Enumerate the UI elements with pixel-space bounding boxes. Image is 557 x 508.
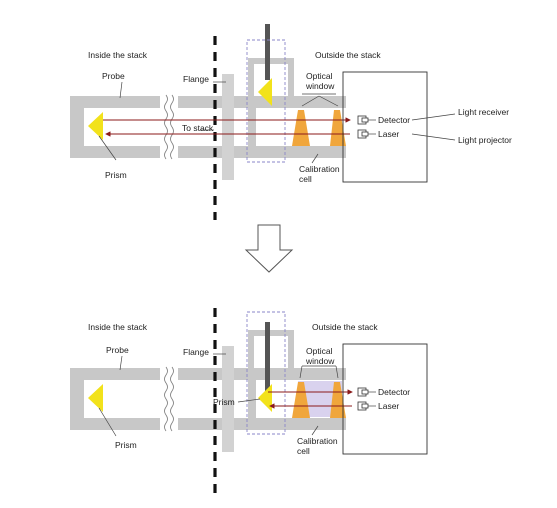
bottom-prism-probe-label: Prism <box>115 440 137 450</box>
bottom-rod <box>265 322 270 400</box>
top-laser-label: Laser <box>378 129 399 139</box>
top-flange <box>222 74 234 180</box>
bottom-detector-label: Detector <box>378 387 410 397</box>
bottom-flange-label: Flange <box>183 347 209 357</box>
top-window-right <box>330 110 346 146</box>
bottom-optical-window-label-1: Optical <box>306 346 333 356</box>
top-probe-label: Probe <box>102 71 125 81</box>
top-to-stack-label: To stack <box>182 123 214 133</box>
top-detector-label: Detector <box>378 115 410 125</box>
top-pipe-lower <box>178 146 248 158</box>
top-flange-label: Flange <box>183 74 209 84</box>
top-detector-icon <box>357 115 369 125</box>
top-calibration-cell-label-2: cell <box>299 174 312 184</box>
top-break-symbol <box>164 94 174 160</box>
top-calibration-cell-label-1: Calibration <box>299 164 340 174</box>
top-outside-stack-label: Outside the stack <box>315 50 381 60</box>
top-probe-body <box>70 96 160 158</box>
bottom-detector-icon <box>357 387 369 397</box>
bottom-calibration-cell-label-1: Calibration <box>297 436 338 446</box>
bottom-probe-body <box>70 368 160 430</box>
top-light-receiver-label: Light receiver <box>458 107 509 117</box>
top-optical-window-label-1: Optical <box>306 71 333 81</box>
bottom-outside-stack-label: Outside the stack <box>312 322 378 332</box>
top-rod-prism <box>258 78 272 106</box>
bottom-calibration-housing <box>248 330 294 372</box>
top-analyzer-box <box>342 71 428 183</box>
bottom-window-left <box>292 382 310 418</box>
top-inside-stack-label: Inside the stack <box>88 50 148 60</box>
bottom-laser-icon <box>357 401 369 411</box>
top-probe-prism <box>88 112 103 140</box>
top-pipe-upper <box>178 96 248 108</box>
top-rod <box>265 24 270 80</box>
bottom-calibration-cell-label-2: cell <box>297 446 310 456</box>
bottom-probe-label: Probe <box>106 345 129 355</box>
top-window-left <box>292 110 310 146</box>
bottom-break-symbol <box>164 366 174 432</box>
bottom-analyzer-box <box>342 343 428 455</box>
bottom-rod-prism <box>258 384 272 412</box>
down-arrow-icon <box>244 224 294 273</box>
top-calibration-housing <box>248 58 294 100</box>
bottom-inside-stack-label: Inside the stack <box>88 322 148 332</box>
top-diagram: Inside the stack Outside the stack Probe… <box>70 24 512 220</box>
bottom-prism-label: Prism <box>213 397 235 407</box>
top-prism-label: Prism <box>105 170 127 180</box>
bottom-diagram: Inside the stack Outside the stack Probe… <box>70 308 428 496</box>
top-optical-window-label-2: window <box>305 81 335 91</box>
bottom-window-right <box>330 382 346 418</box>
bottom-laser-label: Laser <box>378 401 399 411</box>
bottom-optical-window-label-2: window <box>305 356 335 366</box>
bottom-probe-prism <box>88 384 103 412</box>
bottom-flange <box>222 346 234 452</box>
top-light-projector-label: Light projector <box>458 135 512 145</box>
top-laser-icon <box>357 129 369 139</box>
